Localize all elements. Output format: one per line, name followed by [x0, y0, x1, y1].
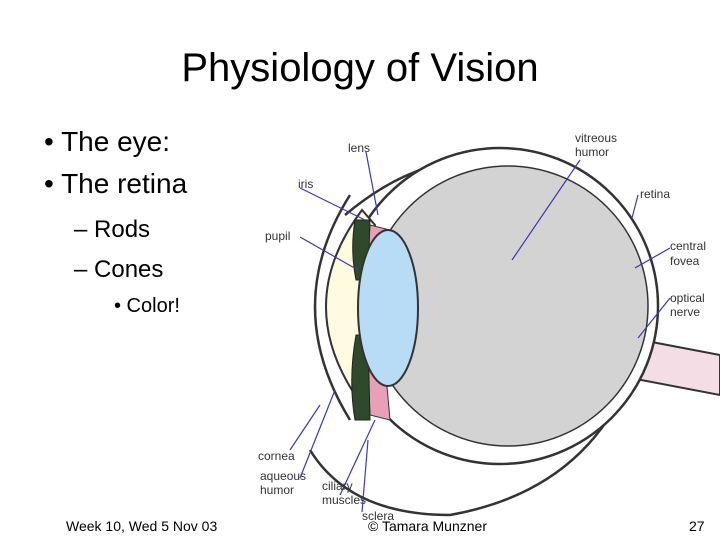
- sub-bullet-rods: – Rods: [74, 216, 151, 243]
- label-optical-nerve-2: nerve: [670, 305, 700, 319]
- label-lens: lens: [348, 141, 370, 155]
- label-central-fovea-1: central: [670, 239, 706, 253]
- pointer-vitreous: [511, 159, 581, 261]
- label-ciliary-2: muscles: [322, 493, 366, 507]
- label-sclera: sclera: [362, 509, 394, 520]
- eye-diagram: lens vitreous humor iris retina pupil ce…: [258, 131, 720, 520]
- pointer-optic-nerve: [637, 297, 671, 339]
- pointer-aqueous: [299, 389, 336, 479]
- label-optical-nerve-1: optical: [670, 291, 705, 305]
- bullet-the-retina: • The retina: [44, 168, 188, 199]
- label-pupil: pupil: [265, 229, 290, 243]
- pointer-fovea: [634, 247, 671, 269]
- footer-page-number: 27: [689, 518, 705, 534]
- label-vitreous-2: humor: [575, 145, 609, 159]
- slide-title: Physiology of Vision: [181, 46, 539, 90]
- lens-shape: [357, 229, 419, 387]
- label-central-fovea-2: fovea: [670, 254, 700, 268]
- label-vitreous-1: vitreous: [575, 131, 617, 145]
- label-cornea: cornea: [258, 449, 295, 463]
- pointer-iris: [299, 187, 366, 221]
- subsub-bullet-color: • Color!: [114, 295, 180, 317]
- bullet-the-eye: • The eye:: [44, 126, 171, 157]
- label-iris: iris: [298, 177, 313, 191]
- footer-copyright: © Tamara Munzner: [368, 518, 487, 534]
- footer-date: Week 10, Wed 5 Nov 03: [66, 518, 218, 534]
- label-ciliary-1: ciliary: [322, 479, 353, 493]
- label-aqueous-2: humor: [260, 483, 294, 497]
- pointer-pupil: [299, 236, 359, 271]
- pointer-cornea: [289, 404, 321, 451]
- label-retina: retina: [640, 187, 670, 201]
- pointer-ciliary: [339, 419, 376, 496]
- sub-bullet-cones: – Cones: [74, 256, 164, 283]
- pointer-retina: [631, 194, 639, 219]
- pointer-sclera: [361, 439, 369, 513]
- label-aqueous-1: aqueous: [260, 469, 306, 483]
- pointer-lens: [365, 151, 379, 216]
